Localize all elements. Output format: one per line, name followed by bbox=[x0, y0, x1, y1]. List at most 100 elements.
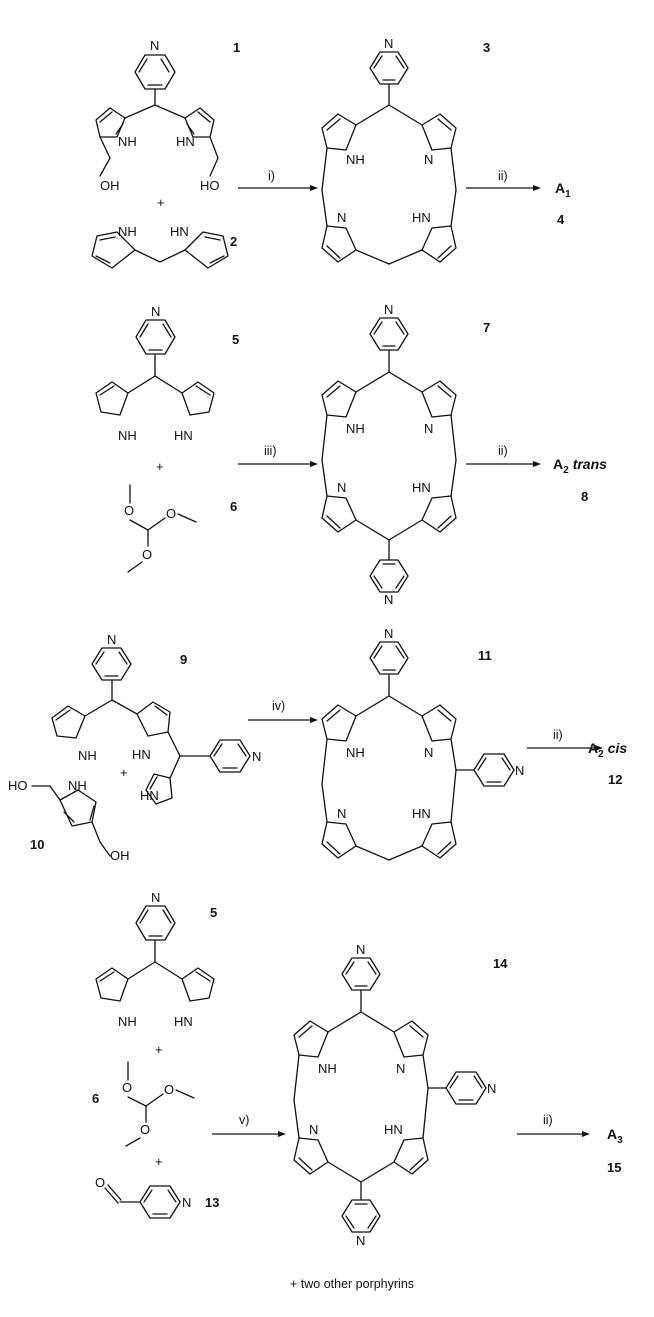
condition-i: i) bbox=[268, 169, 275, 183]
atom-N: N bbox=[424, 421, 433, 436]
atom-HN: HN bbox=[384, 1122, 403, 1137]
label-compound-7: 7 bbox=[483, 320, 490, 335]
atom-N: N bbox=[424, 745, 433, 760]
atom-NH: NH bbox=[346, 745, 365, 760]
plus-sign: + bbox=[155, 1042, 163, 1057]
compound-11-cis-porphyrin: N NH N N N HN bbox=[321, 626, 524, 861]
atom-OH: OH bbox=[100, 178, 120, 193]
label-compound-2: 2 bbox=[230, 234, 237, 249]
atom-HN: HN bbox=[174, 428, 193, 443]
label-compound-13: 13 bbox=[205, 1195, 219, 1210]
atom-NH: NH bbox=[318, 1061, 337, 1076]
atom-NH: NH bbox=[118, 428, 137, 443]
atom-HN: HN bbox=[170, 224, 189, 239]
atom-NH: NH bbox=[346, 152, 365, 167]
atom-NH: NH bbox=[118, 224, 137, 239]
arrowhead bbox=[595, 745, 603, 751]
atom-NH: NH bbox=[118, 134, 137, 149]
condition-iii: iii) bbox=[264, 444, 277, 458]
product-A3: A3 bbox=[607, 1126, 623, 1146]
atom-HN: HN bbox=[412, 210, 431, 225]
plus-sign: + bbox=[156, 459, 164, 474]
atom-O: O bbox=[166, 506, 176, 521]
label-compound-14: 14 bbox=[493, 956, 508, 971]
compound-2-dipyrromethane: NH HN bbox=[91, 224, 229, 269]
condition-ii: ii) bbox=[498, 169, 508, 183]
atom-N: N bbox=[396, 1061, 405, 1076]
compound-6-orthoformate-repeat: O O O bbox=[122, 1061, 195, 1147]
compound-5-dipyrromethane-repeat: N NH HN bbox=[95, 890, 215, 1029]
label-compound-15: 15 bbox=[607, 1160, 621, 1175]
atom-HN: HN bbox=[176, 134, 195, 149]
atom-N: N bbox=[384, 302, 393, 317]
atom-N: N bbox=[384, 592, 393, 607]
atom-O: O bbox=[122, 1080, 132, 1095]
atom-N: N bbox=[384, 626, 393, 641]
label-compound-6b: 6 bbox=[92, 1091, 99, 1106]
label-compound-4: 4 bbox=[557, 212, 565, 227]
atom-N: N bbox=[424, 152, 433, 167]
arrowhead bbox=[310, 185, 318, 191]
atom-HN: HN bbox=[132, 747, 151, 762]
condition-ii: ii) bbox=[498, 444, 508, 458]
compound-9-tripyrrane: N NH HN N HN bbox=[51, 632, 261, 805]
compound-13-pyridine-aldehyde: O N bbox=[95, 1175, 191, 1219]
atom-N: N bbox=[150, 38, 159, 53]
footnote-other-porphyrins: + two other porphyrins bbox=[290, 1277, 414, 1291]
atom-N: N bbox=[384, 36, 393, 51]
atom-O: O bbox=[140, 1122, 150, 1137]
label-compound-3: 3 bbox=[483, 40, 490, 55]
atom-NH: NH bbox=[78, 748, 97, 763]
atom-HO: HO bbox=[200, 178, 220, 193]
atom-N: N bbox=[356, 942, 365, 957]
plus-sign: + bbox=[155, 1154, 163, 1169]
atom-O: O bbox=[164, 1082, 174, 1097]
atom-N: N bbox=[356, 1233, 365, 1248]
product-A1: A1 bbox=[555, 180, 571, 200]
label-compound-5: 5 bbox=[232, 332, 239, 347]
compound-3-porphyrin: N NH N N HN bbox=[321, 36, 457, 265]
atom-N: N bbox=[487, 1081, 496, 1096]
label-compound-11: 11 bbox=[478, 648, 492, 663]
plus-sign: + bbox=[120, 765, 128, 780]
arrowhead bbox=[582, 1131, 590, 1137]
atom-O: O bbox=[95, 1175, 105, 1190]
atom-NH: NH bbox=[118, 1014, 137, 1029]
label-compound-5b: 5 bbox=[210, 905, 217, 920]
atom-N: N bbox=[515, 763, 524, 778]
compound-5-dipyrromethane: N NH HN bbox=[95, 304, 215, 443]
atom-N: N bbox=[337, 480, 346, 495]
atom-N: N bbox=[107, 632, 116, 647]
label-compound-6: 6 bbox=[230, 499, 237, 514]
compound-7-trans-porphyrin: N NH N N HN N bbox=[321, 302, 457, 607]
label-compound-8: 8 bbox=[581, 489, 588, 504]
label-compound-10: 10 bbox=[30, 837, 44, 852]
atom-HO: HO bbox=[8, 778, 28, 793]
compound-1-dipyrromethane-diol: N NH HN OH HO bbox=[95, 38, 220, 193]
atom-OH: OH bbox=[110, 848, 130, 863]
atom-NH: NH bbox=[68, 778, 87, 793]
atom-N: N bbox=[309, 1122, 318, 1137]
atom-HN: HN bbox=[412, 480, 431, 495]
label-compound-9: 9 bbox=[180, 652, 187, 667]
arrowhead bbox=[278, 1131, 286, 1137]
arrowhead bbox=[533, 185, 541, 191]
arrowhead bbox=[310, 717, 318, 723]
atom-NH: NH bbox=[346, 421, 365, 436]
condition-v: v) bbox=[239, 1113, 249, 1127]
condition-ii: ii) bbox=[543, 1113, 553, 1127]
arrowhead bbox=[310, 461, 318, 467]
arrowhead bbox=[533, 461, 541, 467]
atom-N: N bbox=[151, 890, 160, 905]
atom-O: O bbox=[124, 503, 134, 518]
atom-N: N bbox=[252, 749, 261, 764]
atom-N: N bbox=[337, 210, 346, 225]
plus-sign: + bbox=[157, 195, 165, 210]
label-compound-1: 1 bbox=[233, 40, 240, 55]
label-compound-12: 12 bbox=[608, 772, 622, 787]
condition-iv: iv) bbox=[272, 699, 285, 713]
condition-ii: ii) bbox=[553, 728, 563, 742]
